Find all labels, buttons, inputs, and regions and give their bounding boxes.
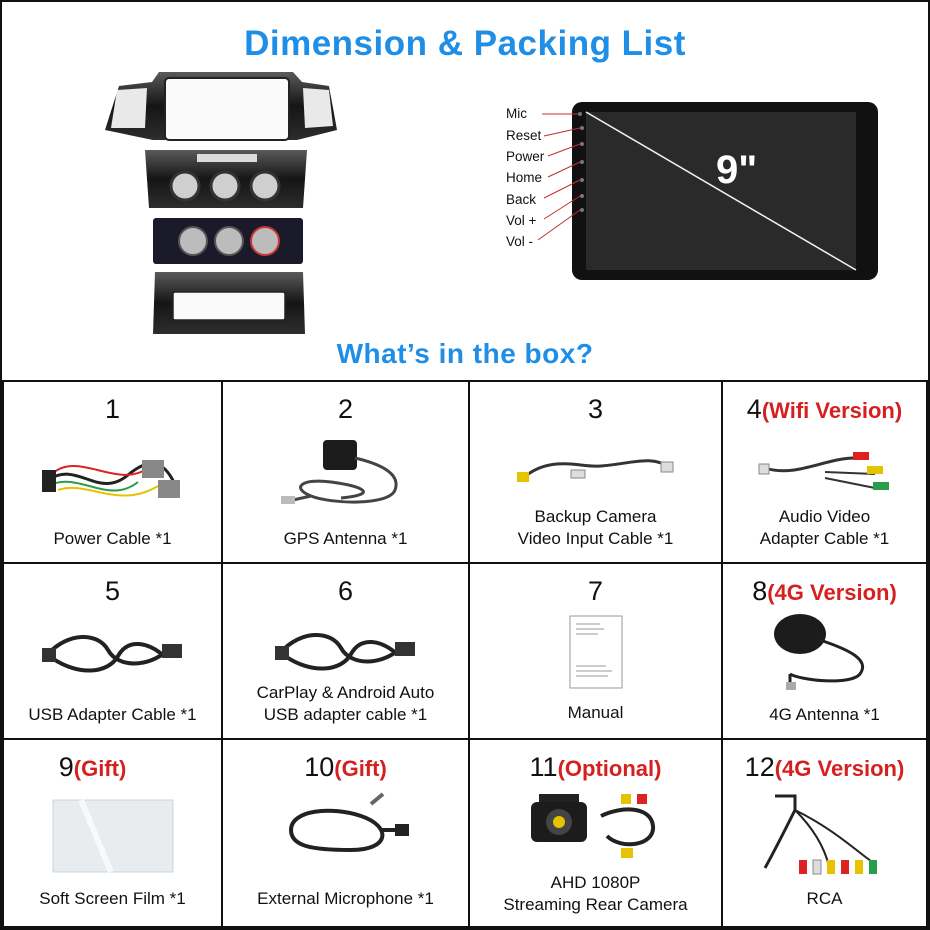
rear-camera-icon xyxy=(530,794,655,858)
packing-item-gps-antenna: 2 GPS Antenna *1 xyxy=(221,380,470,564)
item-label: Manual xyxy=(567,703,624,722)
gps-antenna-icon xyxy=(280,440,398,504)
carplay-usb-cable-icon xyxy=(274,633,415,671)
side-button-label: Back xyxy=(506,192,537,207)
item-number: 3 xyxy=(587,394,604,424)
item-number: 9(Gift) xyxy=(58,752,127,782)
manual-icon xyxy=(569,615,622,689)
item-number: 4(Wifi Version) xyxy=(746,394,903,424)
side-button-label: Power xyxy=(506,149,545,164)
section-title: What’s in the box? xyxy=(336,338,594,369)
item-number: 6 xyxy=(337,576,354,606)
side-button-label: Home xyxy=(506,170,543,185)
side-button-label: Reset xyxy=(506,128,542,143)
rca-cable-icon xyxy=(763,794,877,875)
packing-item-usb-cable: 5 USB Adapter Cable *1 xyxy=(2,562,223,740)
screen-size-label: 9" xyxy=(716,148,758,192)
item-label: Power Cable *1 xyxy=(53,529,172,548)
microphone-icon xyxy=(288,792,409,853)
usb-cable-icon xyxy=(41,635,182,673)
power-cable-icon xyxy=(41,460,180,498)
page-title: Dimension & Packing List xyxy=(244,24,686,63)
item-number: 7 xyxy=(587,576,604,606)
packing-item-microphone: 10(Gift) External Microphone *1 xyxy=(221,738,470,928)
packing-item-screen-film: 9(Gift) Soft Screen Film *1 xyxy=(2,738,223,928)
screen-film-icon xyxy=(52,798,173,874)
av-cable-icon xyxy=(758,452,889,490)
packing-item-manual: 7 Manual xyxy=(468,562,723,740)
item-label: USB Adapter Cable *1 xyxy=(28,705,197,724)
item-number: 11(Optional) xyxy=(529,752,662,782)
head-unit-image xyxy=(537,102,878,280)
item-number: 10(Gift) xyxy=(304,752,387,782)
item-number: 5 xyxy=(104,576,121,606)
item-number: 8(4G Version) xyxy=(752,576,897,606)
item-label: RCA xyxy=(806,889,843,908)
side-button-label: Vol - xyxy=(506,234,534,249)
camera-cable-icon xyxy=(516,459,673,482)
item-label: External Microphone *1 xyxy=(257,889,434,908)
item-label: 4G Antenna *1 xyxy=(769,705,880,724)
item-label: Soft Screen Film *1 xyxy=(39,889,186,908)
side-button-label: Vol + xyxy=(506,213,537,228)
packing-item-4g-antenna: 8(4G Version) 4G Antenna *1 xyxy=(721,562,928,740)
packing-item-rca-cable: 12(4G Version) RCA xyxy=(721,738,928,928)
item-number: 1 xyxy=(104,394,121,424)
side-button-label: Mic xyxy=(506,106,527,121)
packing-grid: 1 Power Cable *1 2 GPS Antenna *1 xyxy=(2,380,928,928)
packing-item-power-cable: 1 Power Cable *1 xyxy=(2,380,223,564)
item-number: 2 xyxy=(337,394,354,424)
item-number: 12(4G Version) xyxy=(744,752,905,782)
item-label: GPS Antenna *1 xyxy=(283,529,408,548)
4g-antenna-icon xyxy=(773,614,864,690)
dash-frame-kit-image xyxy=(105,72,337,334)
